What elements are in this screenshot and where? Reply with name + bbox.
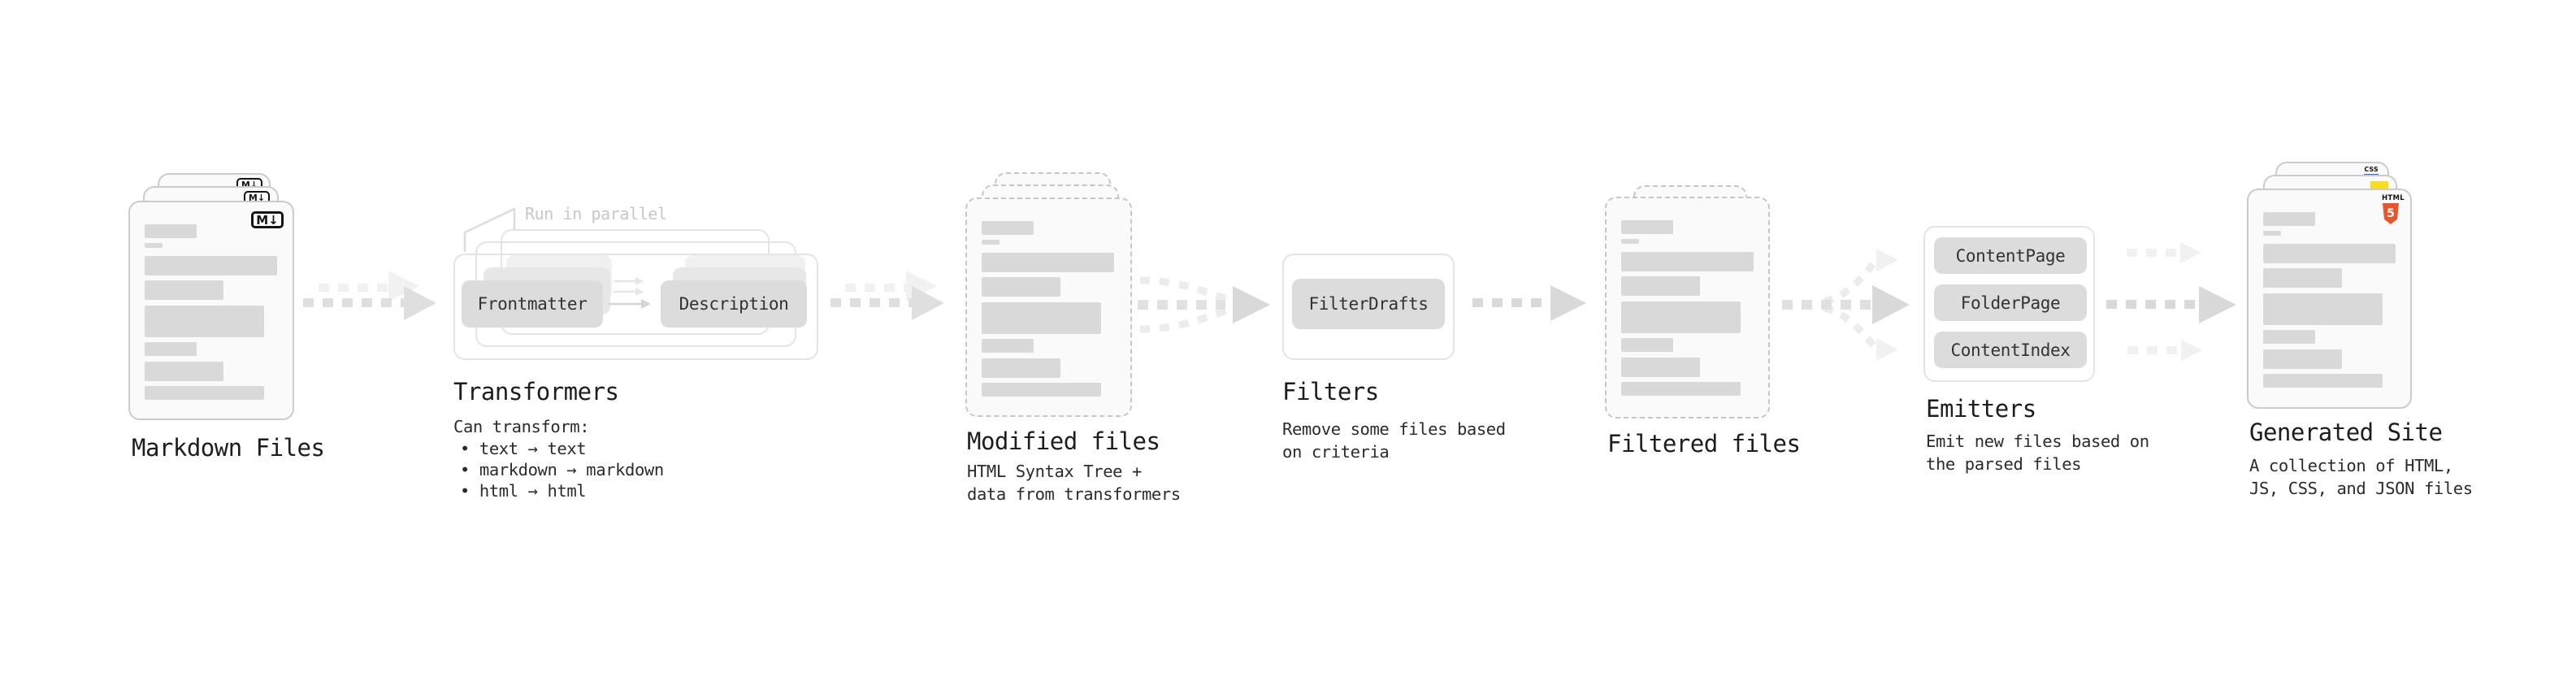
placeholder-bar [982,339,1034,353]
caption-line: JS, CSS, and JSON files [2249,479,2473,498]
pill-to-pill-arrows [609,277,651,309]
stage-title-modified-files: Modified files [967,427,1160,455]
placeholder-bar [145,386,264,400]
placeholder-bar [2263,212,2315,226]
contentindex-pill: ContentIndex [1934,332,2087,368]
generated-site-caption: A collection of HTML, JS, CSS, and JSON … [2249,454,2473,500]
dashed-arrow-soft [2127,249,2179,257]
placeholder-bar [982,221,1034,235]
transformers-note-item: • markdown → markdown [460,460,664,479]
transformers-note-heading: Can transform: [453,417,590,436]
placeholder-bar [145,224,197,238]
caption-line: A collection of HTML, [2249,456,2453,475]
run-in-parallel-label: Run in parallel [525,204,667,223]
arrowhead [1550,285,1586,321]
dashed-arrow-soft [2127,346,2179,354]
modified-file-card-front [965,197,1132,417]
merge-connector [1138,276,1270,333]
placeholder-bar [1621,338,1673,352]
placeholder-bar [982,240,1000,245]
contentpage-pill: ContentPage [1934,237,2087,274]
html5-icon: HTML 5 [2382,194,2405,224]
placeholder-bar [1621,220,1673,234]
placeholder-bar [982,358,1060,378]
run-in-parallel-callout-line [463,207,516,252]
caption-line: Remove some files based [1282,419,1506,439]
caption-line: data from transformers [967,484,1181,504]
stage-title-markdown-files: Markdown Files [132,434,325,462]
placeholder-bar [145,243,163,248]
dashed-arrow-echo [319,284,388,292]
placeholder-bar [2263,349,2342,369]
placeholder-bar [1621,358,1700,377]
transformers-box-front [453,254,818,360]
arrowhead [404,286,436,320]
placeholder-bar [145,280,223,300]
folderpage-pill: FolderPage [1934,284,2087,321]
dashed-arrow [1472,298,1550,307]
html5-icon-label: HTML [2382,194,2405,202]
placeholder-bar [2263,293,2383,325]
description-pill: Description [661,280,807,327]
placeholder-bar [1621,301,1741,333]
placeholder-bar [1621,252,1754,271]
placeholder-bar [982,383,1101,397]
placeholder-bar [1621,276,1700,296]
arrowhead [912,286,944,320]
placeholder-bar [145,306,264,337]
placeholder-bar [2263,244,2396,263]
dashed-arrow-echo [845,284,906,292]
filters-caption: Remove some files based on criteria [1282,418,1506,463]
filtered-file-card-front [1605,197,1770,419]
placeholder-bar [145,256,277,275]
transformers-note-item: • text → text [460,439,587,458]
js-icon [2370,181,2388,189]
dashed-arrow [2106,300,2197,309]
generated-file-card-html: HTML 5 [2247,189,2412,409]
placeholder-bar [982,253,1114,272]
filterdrafts-pill: FilterDrafts [1292,279,1445,329]
placeholder-bar [2263,231,2281,236]
arrowhead-soft [2180,242,2201,263]
placeholder-bar [1621,239,1639,244]
dashed-arrow [830,298,912,307]
frontmatter-pill: Frontmatter [462,280,603,327]
placeholder-bar [982,302,1101,334]
modified-files-caption: HTML Syntax Tree + data from transformer… [967,460,1181,505]
placeholder-bar [2263,374,2383,388]
stage-title-transformers: Transformers [453,378,619,406]
arrowhead [2199,286,2236,323]
css-icon-label: CSS [2364,166,2379,173]
stage-title-filtered-files: Filtered files [1607,430,1801,458]
placeholder-bar [982,277,1060,297]
caption-line: the parsed files [1926,454,2082,474]
placeholder-bar [145,342,197,356]
emitters-caption: Emit new files based on the parsed files [1926,430,2149,475]
stage-title-filters: Filters [1282,378,1379,406]
placeholder-bar [2263,330,2315,344]
arrowhead-soft [2181,340,2202,361]
caption-line: on criteria [1282,442,1390,462]
markdown-file-card-front: M↓ [128,201,294,420]
dashed-arrow [303,298,404,307]
markdown-icon: M↓ [251,211,284,228]
caption-line: HTML Syntax Tree + [967,462,1142,481]
transformers-note-item: • html → html [460,481,587,501]
stage-title-emitters: Emitters [1926,395,2036,423]
placeholder-bar [145,362,223,381]
caption-line: Emit new files based on [1926,432,2149,451]
stage-title-generated-site: Generated Site [2249,419,2443,446]
placeholder-bar [2263,268,2342,288]
placeholder-bar [1621,382,1741,396]
html5-icon-shield: 5 [2383,203,2399,224]
fanout-connector [1782,249,1910,361]
